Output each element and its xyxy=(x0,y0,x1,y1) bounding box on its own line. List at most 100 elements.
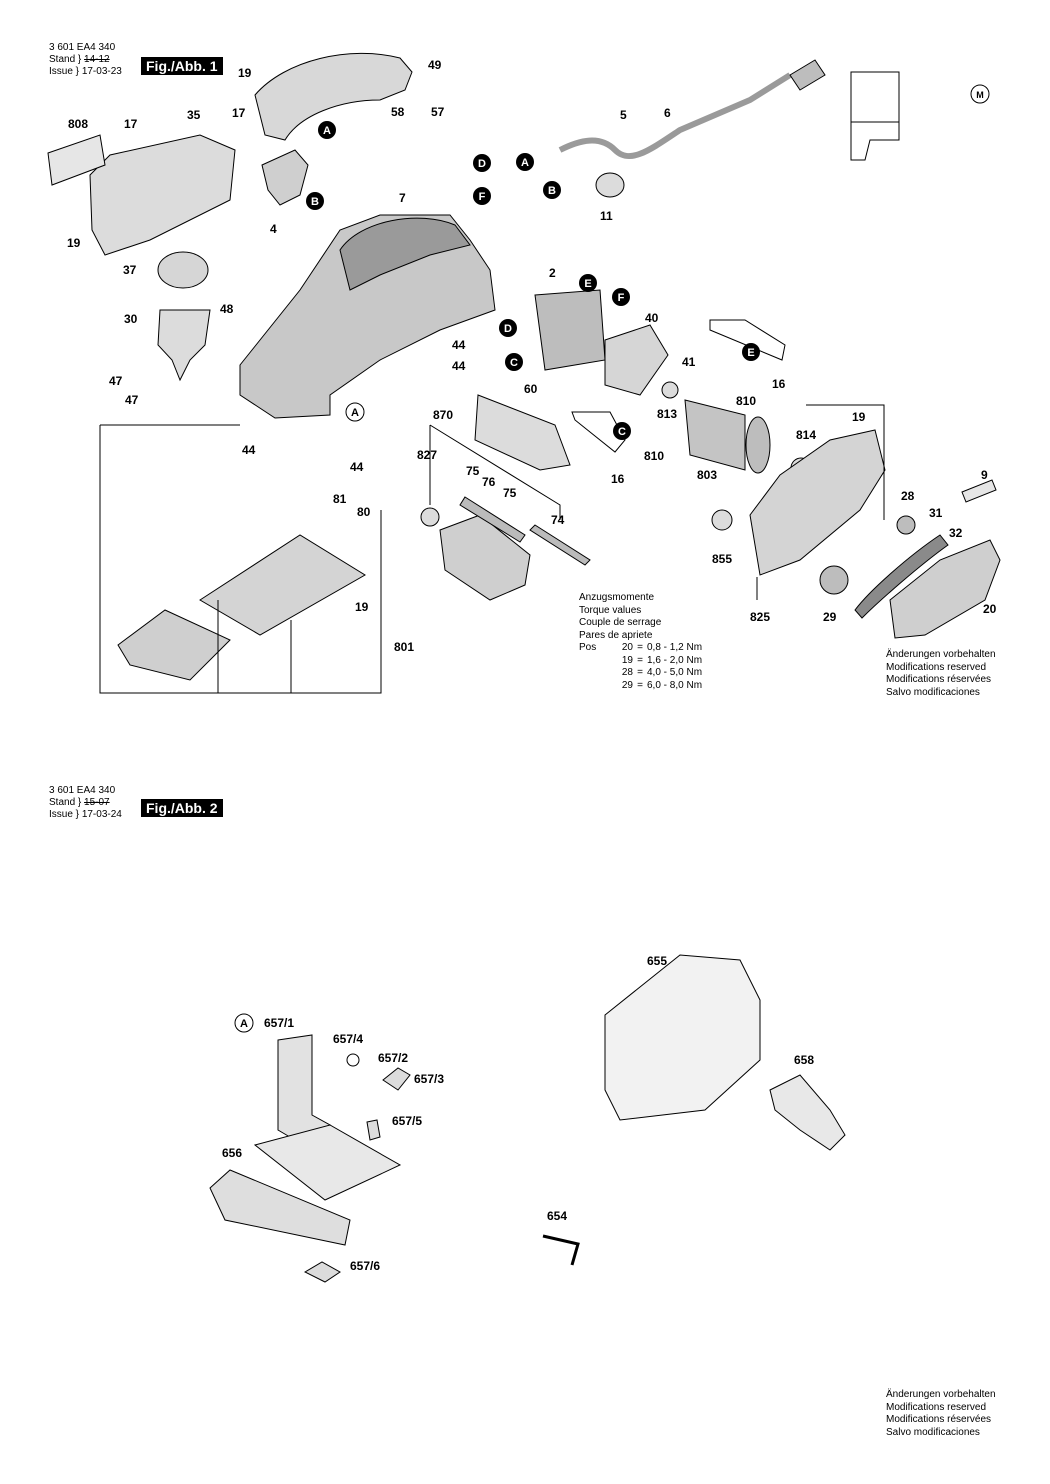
fig1-part-labels: 19 49 808 17 35 17 58 57 7 4 19 37 48 30… xyxy=(67,58,997,654)
torque-values: Anzugsmomente Torque values Couple de se… xyxy=(579,592,702,692)
part-label: 44 xyxy=(350,460,364,474)
cutter-drum-part xyxy=(439,514,531,601)
fig1-markers: A D F B A B E F D C E A C xyxy=(306,121,760,440)
fig2-title: Fig./Abb. 2 xyxy=(141,799,223,817)
part-label: 801 xyxy=(394,640,414,654)
drive-belt-part xyxy=(854,534,949,619)
marker: D xyxy=(473,154,491,172)
handle-cover-part xyxy=(254,52,413,141)
marker: A xyxy=(234,1013,254,1033)
part-label: 7 xyxy=(399,191,406,205)
torque-row: 29=6,0 - 8,0 Nm xyxy=(621,679,703,691)
depth-adjust-part xyxy=(157,309,211,382)
marker: F xyxy=(612,288,630,306)
front-shoe-part xyxy=(117,609,231,681)
part-label: 6 xyxy=(664,106,671,120)
part-label: 75 xyxy=(503,486,517,500)
svg-text:F: F xyxy=(618,292,625,304)
frame-line xyxy=(756,404,885,600)
marker: B xyxy=(306,192,324,210)
blade-part xyxy=(459,496,526,543)
part-label: 870 xyxy=(433,408,453,422)
pulley-part xyxy=(819,565,849,595)
modifications-note-fig2: Änderungen vorbehalten Modifications res… xyxy=(886,1389,996,1438)
fan-baffle-part xyxy=(604,324,669,396)
cord-grommet-part xyxy=(595,172,625,198)
fig1-issue-date: 17-03-23 xyxy=(81,66,122,77)
brush-holder-part xyxy=(571,411,626,453)
svg-text:F: F xyxy=(479,191,486,203)
wing-nut-part xyxy=(303,1261,341,1283)
chip-ejector-part xyxy=(474,394,571,471)
part-label: 44 xyxy=(452,338,466,352)
switch-box-part xyxy=(850,71,900,123)
part-label: 19 xyxy=(67,236,81,250)
torque-title-de: Anzugsmomente xyxy=(579,592,655,603)
svg-text:D: D xyxy=(478,158,486,170)
plug-part xyxy=(789,59,826,91)
part-label: 657/4 xyxy=(333,1032,363,1046)
svg-text:E: E xyxy=(584,278,591,290)
bearing-part xyxy=(661,381,679,399)
part-label: 813 xyxy=(657,407,677,421)
part-label: 19 xyxy=(355,600,369,614)
part-label: 17 xyxy=(124,117,138,131)
part-label: 37 xyxy=(123,263,137,277)
marker: A xyxy=(516,153,534,171)
handle-grip-part xyxy=(339,217,471,291)
part-label: 32 xyxy=(949,526,963,540)
frame-line xyxy=(429,424,561,520)
svg-text:A: A xyxy=(351,407,359,419)
hex-key-part xyxy=(542,1234,580,1266)
modifications-note-fig1: Änderungen vorbehalten Modifications res… xyxy=(886,649,996,698)
part-label: 657/6 xyxy=(350,1259,380,1273)
motor-symbol-letter: M xyxy=(976,90,984,100)
part-label: 19 xyxy=(238,66,252,80)
svg-text:A: A xyxy=(323,125,331,137)
fig1-header: 3 601 EA4 340 Stand } 14-12 Issue } 17-0… xyxy=(49,42,122,77)
fig1-part-number: 3 601 EA4 340 xyxy=(49,42,116,53)
part-label: 35 xyxy=(187,108,201,122)
part-label: 28 xyxy=(901,489,915,503)
part-label: 5 xyxy=(620,108,627,122)
svg-text:B: B xyxy=(311,196,319,208)
part-label: 657/1 xyxy=(264,1016,294,1030)
part-label: 58 xyxy=(391,105,405,119)
part-label: 81 xyxy=(333,492,347,506)
part-label: 657/5 xyxy=(392,1114,422,1128)
part-label: 814 xyxy=(796,428,816,442)
part-label: 855 xyxy=(712,552,732,566)
part-label: 17 xyxy=(232,106,246,120)
part-label: 9 xyxy=(981,468,988,482)
part-label: 4 xyxy=(270,222,277,236)
chip-bag-part xyxy=(604,954,761,1121)
fig2-issue-label: Issue xyxy=(49,809,73,820)
marker: D xyxy=(499,319,517,337)
wedge-part xyxy=(529,524,591,566)
part-label: 47 xyxy=(125,393,139,407)
torque-pos-label: Pos xyxy=(579,642,597,653)
svg-text:C: C xyxy=(510,357,518,369)
part-label: 30 xyxy=(124,312,138,326)
marker: E xyxy=(742,343,760,361)
torque-title-fr: Couple de serrage xyxy=(579,617,662,628)
part-label: 75 xyxy=(466,464,480,478)
part-label: 810 xyxy=(644,449,664,463)
part-label: 657/3 xyxy=(414,1072,444,1086)
fig2-header: 3 601 EA4 340 Stand } 15-07 Issue } 17-0… xyxy=(49,785,122,820)
part-label: 810 xyxy=(736,394,756,408)
belt-cover-part xyxy=(889,539,1001,639)
switch-box-part xyxy=(850,121,900,161)
motor-symbol xyxy=(970,84,990,104)
part-label: 827 xyxy=(417,448,437,462)
base-frame-line xyxy=(99,424,382,694)
svg-text:E: E xyxy=(747,347,754,359)
part-label: 654 xyxy=(547,1209,567,1223)
part-label: 48 xyxy=(220,302,234,316)
power-cord-part xyxy=(558,72,792,160)
armature-fan-part xyxy=(745,416,771,474)
part-label: 803 xyxy=(697,468,717,482)
knob-part xyxy=(157,251,209,289)
bearing-part xyxy=(420,507,440,527)
adapter-part xyxy=(769,1074,846,1151)
